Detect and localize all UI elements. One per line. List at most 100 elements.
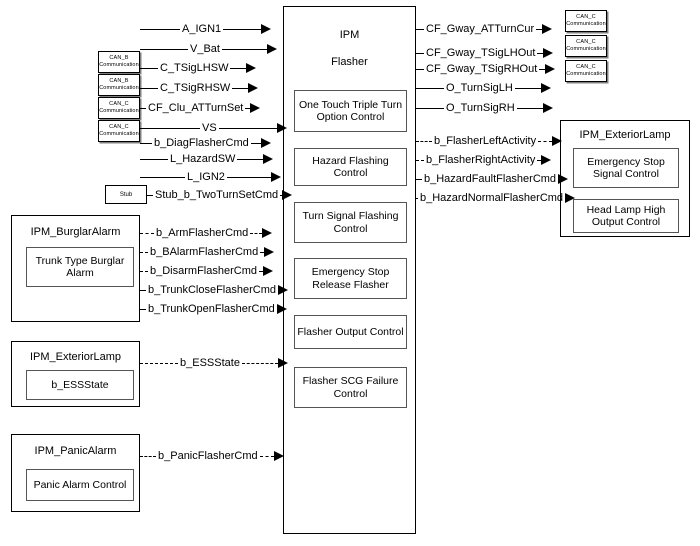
arrow-icon bbox=[266, 44, 277, 54]
signal-label: O_TurnSigLH bbox=[446, 82, 513, 94]
source-can-b-2[interactable]: CAN_B Communication bbox=[98, 74, 140, 96]
signal-label: A_IGN1 bbox=[182, 23, 222, 35]
signal-input-b-armflashercmd[interactable]: b_ArmFlasherCmd bbox=[140, 226, 273, 240]
signal-label: b_HazardNormalFlasherCmd bbox=[420, 192, 564, 204]
signal-input-b-trunkopenflashercmd[interactable]: b_TrunkOpenFlasherCmd bbox=[140, 302, 287, 316]
signal-output-cf-gway-tsigrhout[interactable]: CF_Gway_TSigRHOut bbox=[416, 62, 556, 76]
signal-input-l-hazardsw[interactable]: L_HazardSW bbox=[140, 152, 274, 166]
signal-input-b-diagflashercmd[interactable]: b_DiagFlasherCmd bbox=[140, 136, 271, 150]
exterior-lamp-sink-inner-headlamp[interactable]: Head Lamp High Output Control bbox=[573, 199, 679, 233]
source-stub[interactable]: Stub bbox=[105, 185, 147, 204]
signal-label: C_TSigRHSW bbox=[160, 82, 231, 94]
sink-can-c-3-line2: Communication bbox=[566, 71, 606, 77]
signal-input-b-trunkcloseflashercmd[interactable]: b_TrunkCloseFlasherCmd bbox=[140, 283, 288, 297]
block-ipm-exterior-lamp-source[interactable]: IPM_ExteriorLamp b_ESSState bbox=[11, 341, 140, 407]
block-ipm-exterior-lamp-sink[interactable]: IPM_ExteriorLamp Emergency Stop Signal C… bbox=[560, 120, 690, 237]
signal-label: CF_Gway_TSigLHOut bbox=[426, 47, 536, 59]
arrow-icon bbox=[246, 63, 257, 73]
ipm-title: IPM bbox=[339, 29, 360, 41]
signal-label: b_BAlarmFlasherCmd bbox=[150, 246, 259, 258]
signal-input-stub-b-twoturnsetcmd[interactable]: Stub_b_TwoTurnSetCmd bbox=[147, 188, 293, 202]
signal-output-o-turnsigrh[interactable]: O_TurnSigRH bbox=[416, 101, 553, 115]
panic-alarm-title: IPM_PanicAlarm bbox=[34, 445, 117, 457]
signal-label: CF_Gway_TSigRHOut bbox=[426, 63, 538, 75]
signal-label: VS bbox=[202, 122, 217, 134]
signal-input-b-balarmflashercmd[interactable]: b_BAlarmFlasherCmd bbox=[140, 245, 275, 259]
arrow-icon bbox=[276, 304, 287, 314]
signal-label: b_FlasherLeftActivity bbox=[434, 135, 537, 147]
signal-output-b-hazardnormalflashercmd[interactable]: b_HazardNormalFlasherCmd bbox=[415, 191, 576, 205]
arrow-icon bbox=[545, 64, 556, 74]
signal-label: b_TrunkCloseFlasherCmd bbox=[148, 284, 276, 296]
sink-can-c-3[interactable]: CAN_C Communication bbox=[565, 60, 607, 82]
subblock-turn-signal-flashing[interactable]: Turn Signal Flashing Control bbox=[294, 202, 407, 243]
exterior-lamp-sink-inner-ess[interactable]: Emergency Stop Signal Control bbox=[573, 148, 679, 188]
arrow-icon bbox=[276, 123, 287, 133]
signal-label: V_Bat bbox=[190, 43, 220, 55]
signal-input-v-bat[interactable]: V_Bat bbox=[140, 42, 277, 56]
source-can-c-1[interactable]: CAN_C Communication bbox=[98, 97, 140, 119]
can-b-2-line1: CAN_B bbox=[109, 77, 129, 84]
signal-output-cf-gway-tsiglhout[interactable]: CF_Gway_TSigLHOut bbox=[416, 46, 554, 60]
source-can-b-1[interactable]: CAN_B Communication bbox=[98, 51, 140, 73]
signal-label: L_IGN2 bbox=[187, 171, 225, 183]
signal-output-cf-gway-atturncur[interactable]: CF_Gway_ATTurnCur bbox=[416, 22, 553, 36]
arrow-icon bbox=[273, 451, 284, 461]
arrow-icon bbox=[263, 154, 274, 164]
arrow-icon bbox=[282, 190, 293, 200]
signal-input-a-ign1[interactable]: A_IGN1 bbox=[140, 22, 272, 36]
signal-output-b-flasherleftactivity[interactable]: b_FlasherLeftActivity bbox=[416, 134, 563, 148]
sink-can-c-2-line1: CAN_C bbox=[576, 38, 596, 45]
sink-can-c-2-line2: Communication bbox=[566, 46, 606, 52]
signal-label: b_FlasherRightActivity bbox=[426, 154, 536, 166]
block-ipm-burglar-alarm[interactable]: IPM_BurglarAlarm Trunk Type Burglar Alar… bbox=[11, 215, 140, 322]
signal-label: b_DisarmFlasherCmd bbox=[150, 265, 257, 277]
subblock-emergency-stop-release[interactable]: Emergency Stop Release Flasher bbox=[294, 258, 407, 299]
signal-input-vs[interactable]: VS bbox=[140, 121, 287, 135]
arrow-icon bbox=[542, 24, 553, 34]
signal-label: L_HazardSW bbox=[170, 153, 236, 165]
subblock-hazard-flashing[interactable]: Hazard Flashing Control bbox=[294, 148, 407, 186]
arrow-icon bbox=[261, 24, 272, 34]
signal-input-b-panicflashercmd[interactable]: b_PanicFlasherCmd bbox=[140, 449, 284, 463]
panic-alarm-inner[interactable]: Panic Alarm Control bbox=[26, 469, 134, 501]
signal-input-b-disarmflashercmd[interactable]: b_DisarmFlasherCmd bbox=[140, 264, 273, 278]
signal-input-c-tsiglhsw[interactable]: C_TSigLHSW bbox=[140, 61, 257, 75]
signal-output-b-flasherrightactivity[interactable]: b_FlasherRightActivity bbox=[416, 153, 552, 167]
signal-label: b_HazardFaultFlasherCmd bbox=[424, 173, 557, 185]
signal-output-o-turnsiglh[interactable]: O_TurnSigLH bbox=[416, 81, 551, 95]
arrow-icon bbox=[543, 48, 554, 58]
ipm-subtitle: Flasher bbox=[331, 56, 368, 68]
arrow-icon bbox=[558, 174, 569, 184]
arrow-icon bbox=[540, 83, 551, 93]
sink-can-c-1[interactable]: CAN_C Communication bbox=[565, 10, 607, 32]
signal-label: b_ArmFlasherCmd bbox=[156, 227, 249, 239]
can-b-1-line1: CAN_B bbox=[109, 54, 129, 61]
burglar-alarm-inner[interactable]: Trunk Type Burglar Alarm bbox=[26, 247, 134, 287]
block-ipm-flasher[interactable]: IPM Flasher One Touch Triple Turn Option… bbox=[283, 6, 416, 534]
can-b-2-line2: Communication bbox=[99, 85, 139, 91]
subblock-flasher-scg-failure[interactable]: Flasher SCG Failure Control bbox=[294, 367, 407, 408]
sink-can-c-3-line1: CAN_C bbox=[576, 63, 596, 70]
source-can-c-2[interactable]: CAN_C Communication bbox=[98, 120, 140, 142]
signal-input-c-tsigrhsw[interactable]: C_TSigRHSW bbox=[140, 81, 259, 95]
signal-input-b-essstate[interactable]: b_ESSState bbox=[140, 356, 288, 370]
signal-output-b-hazardfaultflashercmd[interactable]: b_HazardFaultFlasherCmd bbox=[416, 172, 569, 186]
signal-label: Stub_b_TwoTurnSetCmd bbox=[155, 189, 279, 201]
exterior-lamp-source-title: IPM_ExteriorLamp bbox=[29, 351, 122, 363]
signal-input-cf-clu-atturnset[interactable]: CF_Clu_ATTurnSet bbox=[140, 101, 261, 115]
block-ipm-panic-alarm[interactable]: IPM_PanicAlarm Panic Alarm Control bbox=[11, 434, 140, 512]
exterior-lamp-source-inner[interactable]: b_ESSState bbox=[26, 370, 134, 400]
sink-can-c-2[interactable]: CAN_C Communication bbox=[565, 35, 607, 57]
signal-label: CF_Gway_ATTurnCur bbox=[426, 23, 535, 35]
signal-label: C_TSigLHSW bbox=[160, 62, 229, 74]
arrow-icon bbox=[264, 247, 275, 257]
signal-input-l-ign2[interactable]: L_IGN2 bbox=[140, 170, 281, 184]
arrow-icon bbox=[552, 136, 563, 146]
signal-label: b_PanicFlasherCmd bbox=[158, 450, 258, 462]
subblock-flasher-output-control[interactable]: Flasher Output Control bbox=[294, 315, 407, 349]
can-c-1-line2: Communication bbox=[99, 108, 139, 114]
arrow-icon bbox=[565, 193, 576, 203]
subblock-one-touch-triple-turn[interactable]: One Touch Triple Turn Option Control bbox=[294, 90, 407, 132]
